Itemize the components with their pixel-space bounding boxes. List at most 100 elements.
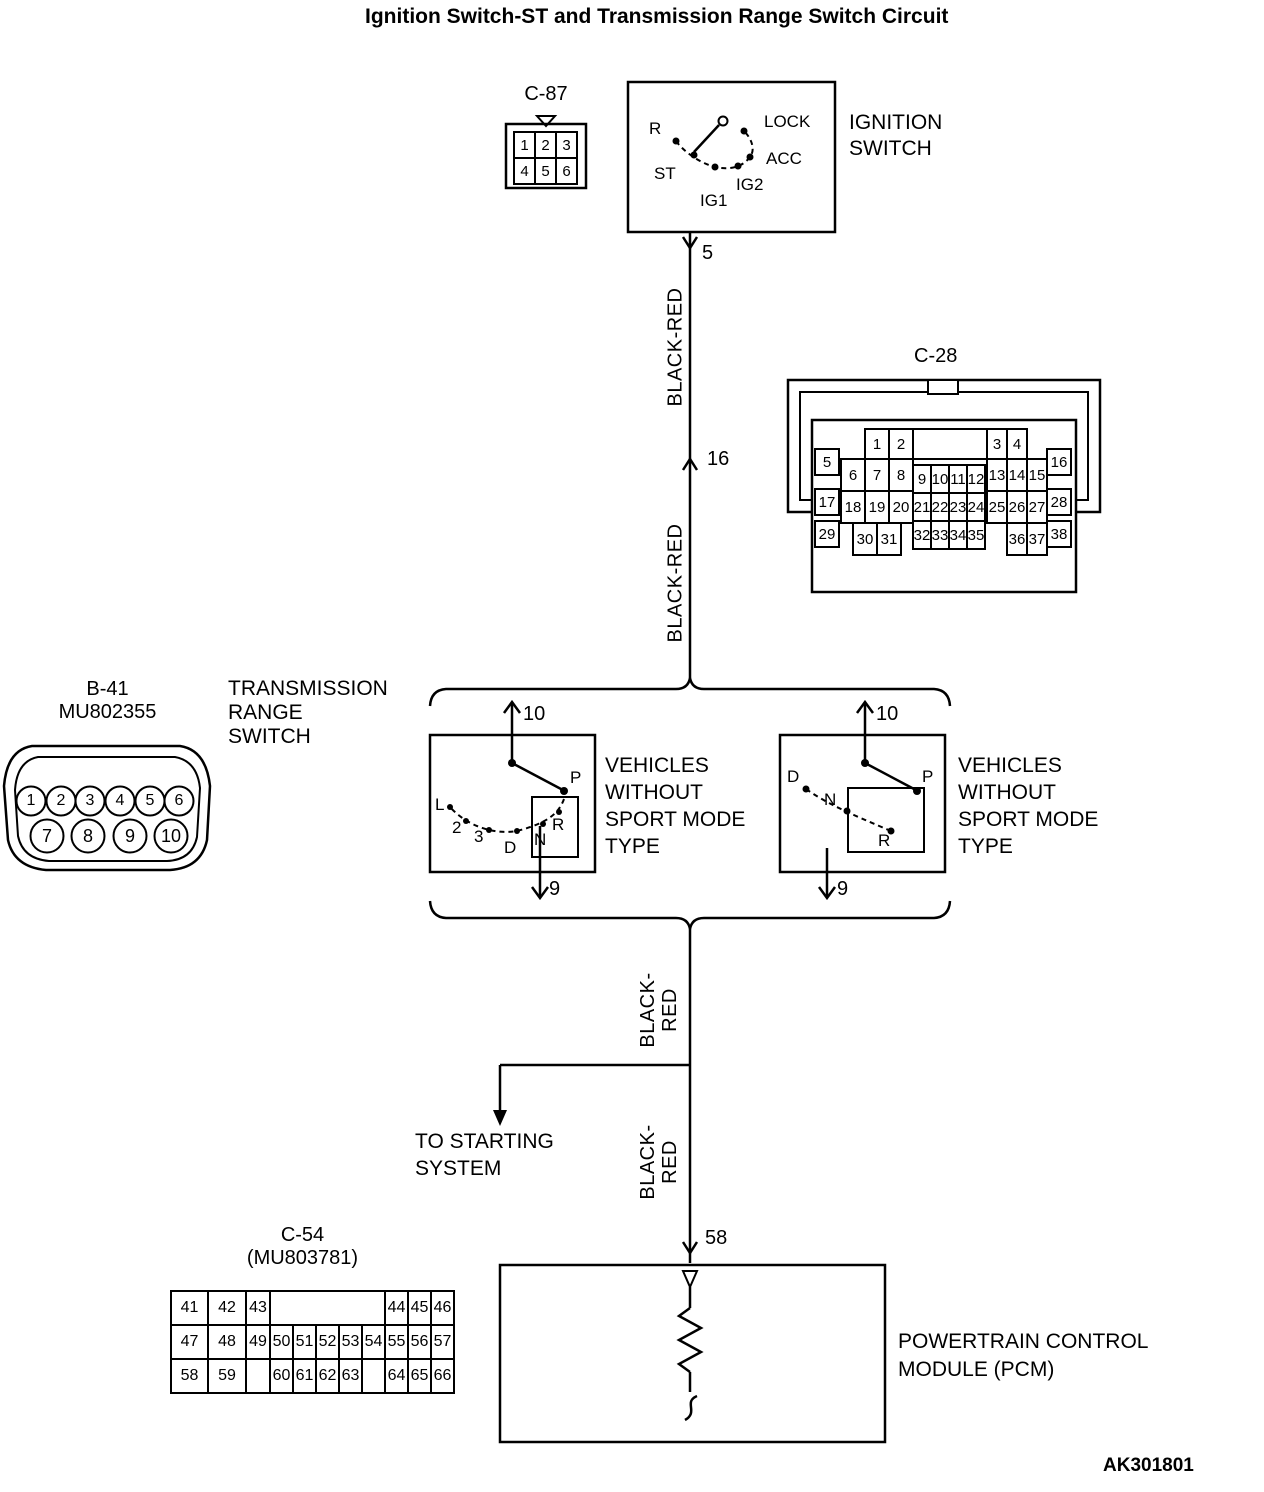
ignition-position-dots: [672, 127, 754, 171]
switch-right-position-n: N: [824, 790, 837, 809]
caption-line: TYPE: [958, 835, 1013, 858]
c54-pin-cell: 55: [384, 1324, 409, 1360]
c54-pin-cell: 56: [407, 1324, 432, 1360]
c87-pin-cell: 1: [513, 131, 536, 159]
ignition-switch-name: IGNITION SWITCH: [849, 110, 942, 162]
c28-pin-cell: 25: [986, 490, 1008, 524]
switch-right-position-r: R: [878, 831, 891, 850]
c28-pin-cell: 20: [888, 490, 914, 524]
c54-pin-cell: 66: [430, 1358, 455, 1394]
ignition-position-r: R: [649, 119, 662, 138]
c54-pin-cell: 51: [292, 1324, 317, 1360]
ignition-position-ig2: IG2: [736, 175, 764, 194]
c28-pin-cell: 23: [948, 492, 968, 522]
c28-pin-cell: 15: [1026, 458, 1048, 492]
c54-pin-cell: 46: [430, 1290, 455, 1326]
c54-blank-cell: [361, 1358, 386, 1394]
b41-pin-number: 3: [85, 792, 95, 809]
c28-pin-cell: 5: [814, 448, 840, 476]
c28-pin-cell: 34: [948, 520, 968, 550]
wire-color-label-lower1: BLACK- RED: [637, 972, 681, 1047]
c54-pin-cell: 44: [384, 1290, 409, 1326]
switch-right-symbol: [778, 699, 947, 901]
c28-pin-cell: 16: [1046, 448, 1072, 476]
wire-pin-58-label: 58: [705, 1227, 728, 1249]
c28-pin-cell: 13: [986, 458, 1008, 492]
c28-pin-cell: 9: [912, 464, 932, 494]
c28-connector-label: C-28: [914, 345, 958, 367]
ignition-switch-symbol: [626, 80, 837, 234]
c87-pin-cell: 3: [555, 131, 578, 159]
switch-right-dots: [802, 759, 921, 835]
c54-pin-cell: 58: [170, 1358, 209, 1394]
c28-pin-cell: 30: [852, 522, 878, 556]
c87-connector-outline: [504, 115, 588, 190]
caption-line: VEHICLES: [958, 754, 1062, 777]
b41-pin-circles: [15, 785, 195, 854]
c28-pin-cell: 24: [966, 492, 986, 522]
b41-pin-number: 2: [56, 792, 66, 809]
b41-connector-label: B-41: [86, 678, 129, 700]
wire-color-line: BLACK-: [637, 972, 659, 1048]
c28-pin-cell: 18: [840, 490, 866, 524]
pcm-symbol: [498, 1263, 887, 1444]
switch-right-pin-9-label: 9: [837, 878, 849, 900]
c28-pin-cell: 3: [986, 428, 1008, 460]
c87-pin-cell: 2: [534, 131, 557, 159]
switch-left-position-l: L: [435, 795, 445, 814]
c28-pin-cell: 2: [888, 428, 914, 460]
b41-pin-number: 8: [82, 826, 93, 846]
c28-pin-cell: 37: [1026, 522, 1048, 556]
c54-pin-cell: 41: [170, 1290, 209, 1326]
c54-connector-label: C-54: [280, 1224, 325, 1246]
pcm-label: POWERTRAIN CONTROL MODULE (PCM): [898, 1328, 1148, 1384]
c54-pin-cell: 50: [269, 1324, 294, 1360]
c54-pin-cell: 64: [384, 1358, 409, 1394]
c87-pin-cell: 5: [534, 157, 557, 185]
switch-left-symbol: [428, 699, 597, 901]
b41-pin-number: 9: [124, 826, 135, 846]
pcm-label-line: MODULE (PCM): [898, 1358, 1055, 1381]
c87-pin-cell: 4: [513, 157, 536, 185]
c28-pin-cell: 31: [876, 522, 902, 556]
caption-line: WITHOUT: [605, 781, 703, 804]
c28-pin-cell: 11: [948, 464, 968, 494]
c28-blank-cell: [912, 428, 988, 460]
c28-pin-cell: 10: [930, 464, 950, 494]
switch-left-caption: VEHICLES WITHOUT SPORT MODE TYPE: [605, 752, 745, 860]
ignition-switch-name-line: IGNITION: [849, 111, 943, 134]
c54-pin-cell: 52: [315, 1324, 340, 1360]
pcm-label-line: POWERTRAIN CONTROL: [898, 1330, 1149, 1353]
c54-pin-cell: 42: [207, 1290, 247, 1326]
c28-pin-cell: 6: [840, 458, 866, 492]
switch-left-position-d: D: [504, 838, 517, 857]
switch-right-position-p: P: [922, 767, 934, 786]
ignition-switch-name-line: SWITCH: [849, 137, 932, 160]
c28-pin-cell: 21: [912, 492, 932, 522]
branch-label-line: TO STARTING: [415, 1130, 554, 1153]
c54-pin-cell: 60: [269, 1358, 294, 1394]
caption-line: WITHOUT: [958, 781, 1056, 804]
c54-pin-cell: 43: [245, 1290, 271, 1326]
switch-left-dots: [447, 759, 568, 834]
switch-left-position-n: N: [534, 830, 547, 849]
b41-connector-outline: [2, 744, 212, 872]
c54-pin-cell: 53: [338, 1324, 363, 1360]
c28-pin-cell: 19: [864, 490, 890, 524]
caption-line: SPORT MODE: [958, 808, 1099, 831]
caption-line: TYPE: [605, 835, 660, 858]
c28-pin-cell: 17: [814, 488, 840, 516]
b41-pin-number: 7: [41, 826, 52, 846]
c28-pin-cell: 29: [814, 520, 840, 548]
c28-pin-cell: 8: [888, 458, 914, 492]
switch-left-pin-10-label: 10: [523, 703, 546, 725]
c54-pin-cell: 45: [407, 1290, 432, 1326]
c54-pin-cell: 65: [407, 1358, 432, 1394]
c54-pin-cell: 47: [170, 1324, 209, 1360]
ignition-position-st: ST: [654, 164, 676, 183]
wire-color-label-mid: BLACK-RED: [664, 523, 687, 643]
c28-pin-cell: 27: [1026, 490, 1048, 524]
transmission-range-switch-label: TRANSMISSION RANGE SWITCH: [228, 677, 388, 749]
wire-color-line: RED: [659, 988, 681, 1032]
c28-pin-cell: 1: [864, 428, 890, 460]
